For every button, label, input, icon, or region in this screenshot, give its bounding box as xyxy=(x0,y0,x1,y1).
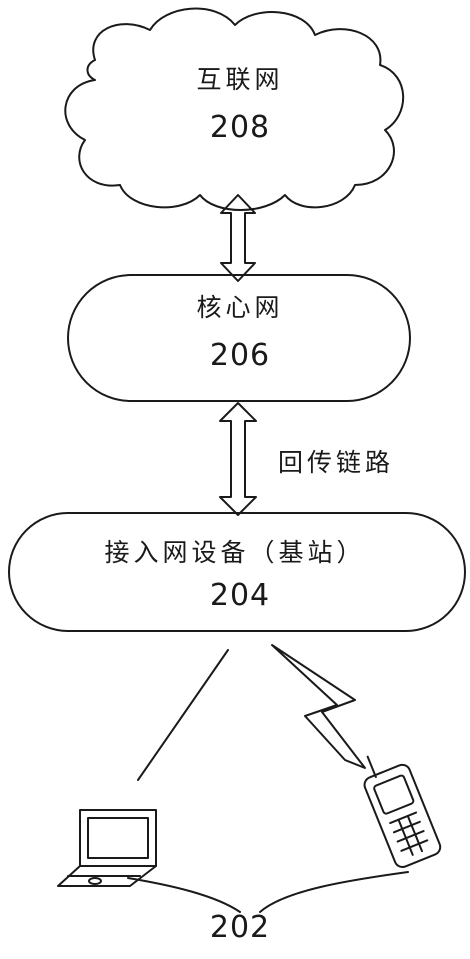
internet-label: 互联网 xyxy=(196,65,284,94)
wireless-link-icon xyxy=(271,644,366,769)
internet-cloud xyxy=(64,7,405,211)
ref-202-leader-left xyxy=(127,877,241,913)
core-network-ref-number: 206 xyxy=(209,338,271,373)
backhaul-link-label: 回传链路 xyxy=(278,448,395,477)
ref-202-leader-right xyxy=(259,871,409,913)
internet-core-arrow xyxy=(220,194,256,282)
internet-ref-number: 208 xyxy=(209,110,271,145)
core-network-box xyxy=(67,274,411,402)
access-network-label: 接入网设备（基站） xyxy=(104,538,366,567)
laptop-link-line xyxy=(137,649,229,781)
backhaul-arrow xyxy=(219,402,257,516)
access-network-box xyxy=(8,512,466,632)
mobile-phone-icon xyxy=(363,755,442,869)
core-network-label: 核心网 xyxy=(196,293,284,322)
access-network-ref-number: 204 xyxy=(209,578,271,613)
terminals-ref-number: 202 xyxy=(209,910,271,945)
laptop-icon xyxy=(57,809,157,887)
